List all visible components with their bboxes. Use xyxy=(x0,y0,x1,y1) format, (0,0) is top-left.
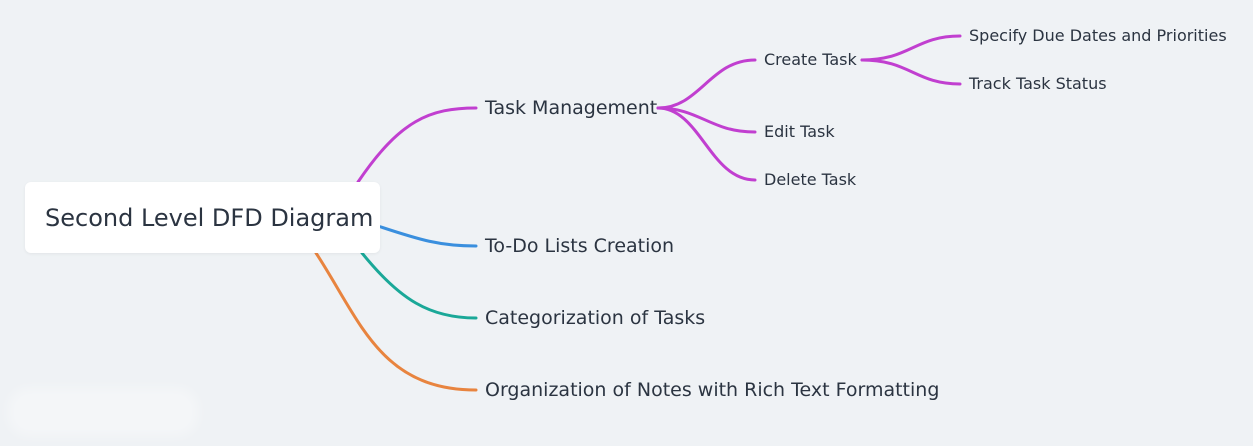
connector-delete-task xyxy=(656,106,757,182)
connector-track-task-status xyxy=(860,58,962,86)
blurred-watermark xyxy=(8,388,198,436)
connector-create-task xyxy=(656,58,757,110)
node-label: Categorization of Tasks xyxy=(485,307,706,329)
root-node-label: Second Level DFD Diagram xyxy=(45,203,374,232)
node-label: Create Task xyxy=(764,50,857,69)
connector-organization-notes xyxy=(314,251,478,392)
node-label: To-Do Lists Creation xyxy=(485,235,675,257)
node-label: Delete Task xyxy=(764,170,857,189)
node-organization-of-notes[interactable]: Organization of Notes with Rich Text For… xyxy=(485,381,939,400)
node-label: Organization of Notes with Rich Text For… xyxy=(485,379,940,401)
node-edit-task[interactable]: Edit Task xyxy=(764,124,835,140)
connector-specify-due-dates xyxy=(860,34,962,62)
node-categorization-of-tasks[interactable]: Categorization of Tasks xyxy=(485,309,705,328)
connector-todo-lists xyxy=(376,224,478,248)
root-node[interactable]: Second Level DFD Diagram xyxy=(25,182,380,253)
connector-categorization xyxy=(360,251,478,320)
node-task-management[interactable]: Task Management xyxy=(485,99,657,118)
node-todo-lists-creation[interactable]: To-Do Lists Creation xyxy=(485,237,674,256)
node-delete-task[interactable]: Delete Task xyxy=(764,172,856,188)
node-track-task-status[interactable]: Track Task Status xyxy=(969,76,1107,92)
node-create-task[interactable]: Create Task xyxy=(764,52,857,68)
node-label: Specify Due Dates and Priorities xyxy=(969,26,1227,45)
node-label: Task Management xyxy=(485,97,658,119)
node-specify-due-dates[interactable]: Specify Due Dates and Priorities xyxy=(969,28,1227,44)
node-label: Track Task Status xyxy=(969,74,1107,93)
node-label: Edit Task xyxy=(764,122,835,141)
connector-task-management xyxy=(356,106,478,184)
